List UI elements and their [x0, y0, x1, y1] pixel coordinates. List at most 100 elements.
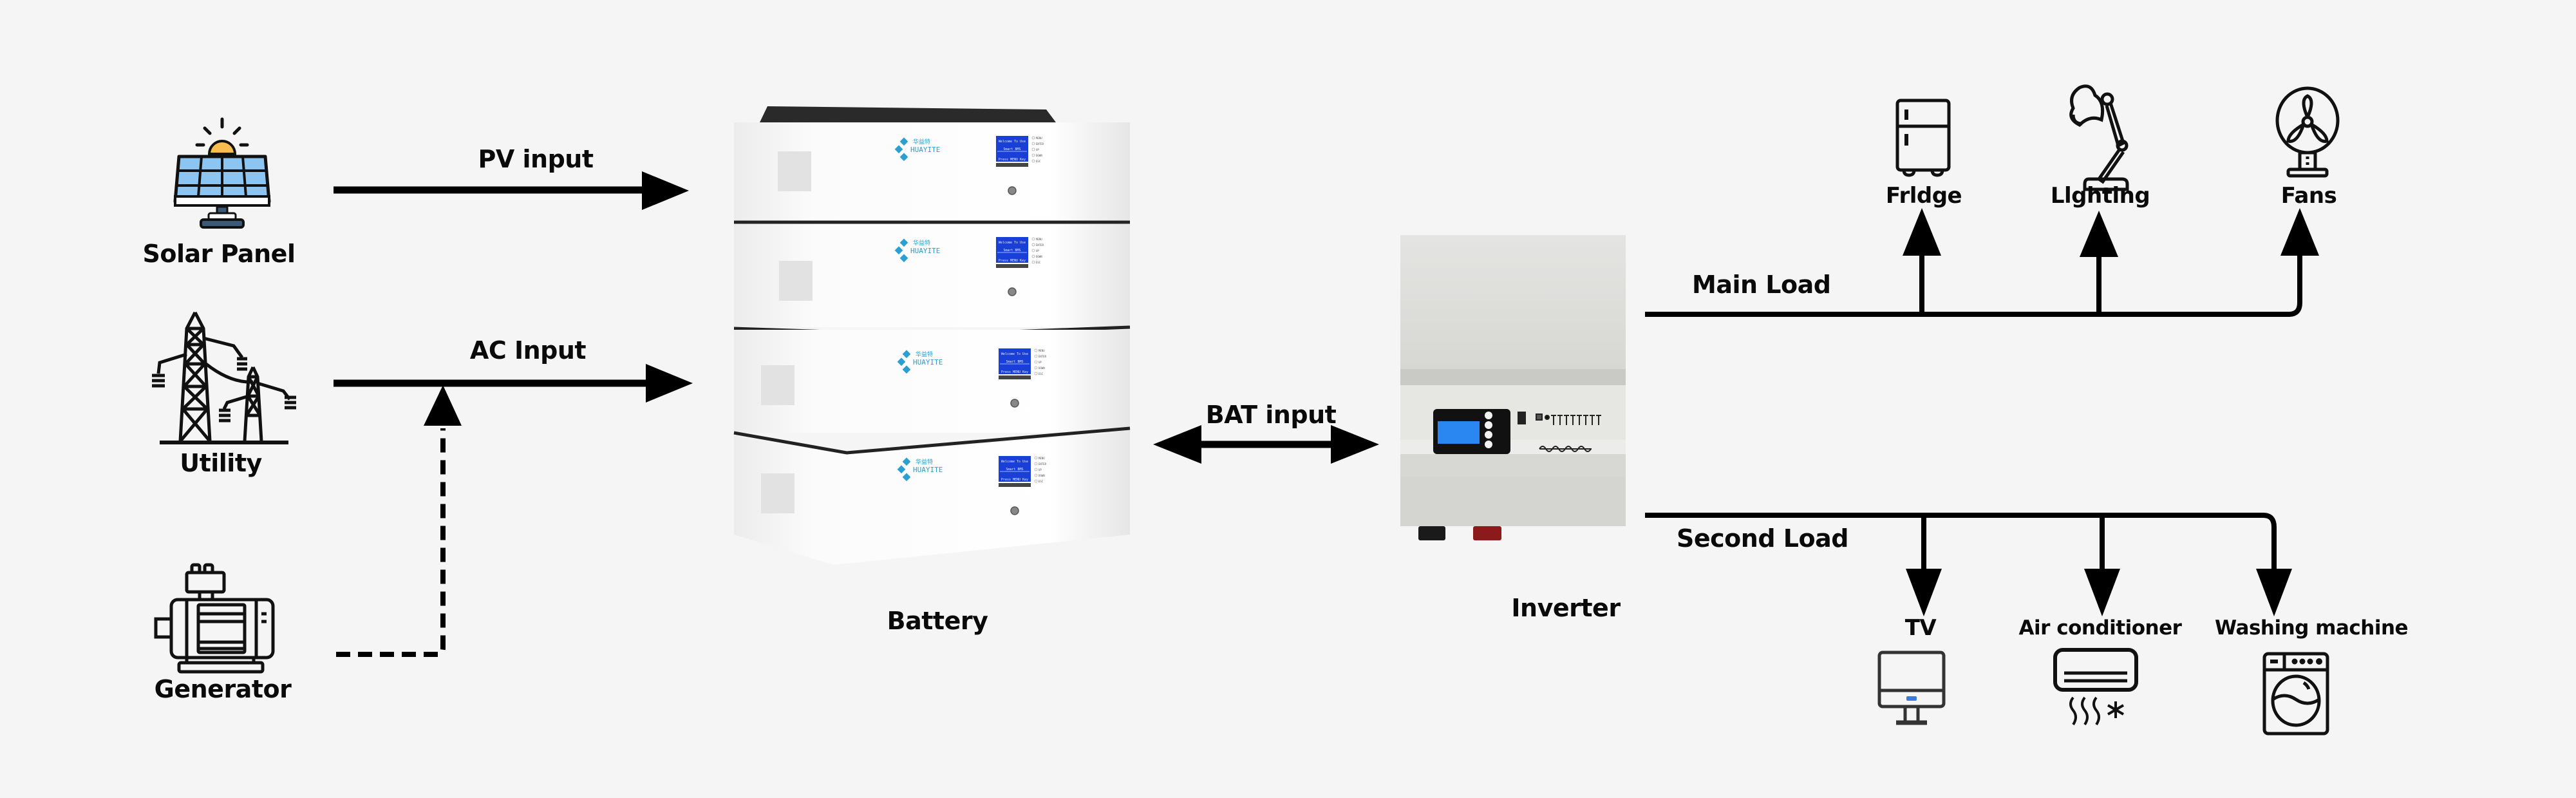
- brand-name-cn: 华益特: [913, 239, 930, 247]
- load-label-lighting: Llghting: [2050, 183, 2150, 209]
- battery-button: [1034, 372, 1038, 375]
- battery-button-label: ESC: [1036, 160, 1041, 163]
- battery-button-label: ENTER: [1036, 243, 1044, 247]
- battery-lcd: [996, 136, 1028, 162]
- battery-button: [1031, 136, 1035, 140]
- battery-button-label: UP: [1039, 361, 1042, 364]
- battery-button: [1034, 348, 1038, 352]
- battery-lcd-text: Welcome To Use: [1001, 352, 1028, 356]
- battery-lcd-text: Press MENU Key: [1001, 370, 1028, 374]
- battery-lcd-text: Press MENU Key: [999, 259, 1026, 263]
- power-tower-icon: [152, 311, 296, 444]
- battery-lcd-text: Smart BMS: [1003, 249, 1020, 252]
- battery-button: [1034, 354, 1038, 358]
- load-label-fans: Fans: [2280, 183, 2337, 209]
- key-lock-icon: [1010, 399, 1019, 408]
- fridge-icon: [1895, 99, 1951, 177]
- battery-lcd-text: Smart BMS: [1006, 468, 1023, 471]
- battery-button-label: MENU: [1036, 238, 1042, 241]
- battery-barcode: [999, 375, 1031, 379]
- battery-lcd-text: Welcome To Use: [999, 241, 1026, 245]
- battery-button-label: DOWN: [1039, 366, 1045, 370]
- load-label-tv: TV: [1904, 615, 1937, 641]
- generator-label: Generator: [154, 675, 292, 703]
- battery-button-label: MENU: [1039, 349, 1045, 352]
- battery-module: [734, 122, 1130, 222]
- brand-name: HUAYITE: [910, 247, 940, 255]
- battery-lcd-text: Press MENU Key: [1001, 478, 1028, 482]
- battery-lcd-text: Smart BMS: [1003, 147, 1020, 151]
- main-load-bus: [1645, 208, 2319, 317]
- inverter-lcd: [1438, 421, 1480, 444]
- battery-button-label: DOWN: [1039, 474, 1045, 477]
- brand-name: HUAYITE: [913, 358, 943, 366]
- battery-button: [1031, 260, 1035, 264]
- ac-input-label: AC Input: [469, 336, 587, 365]
- battery-button: [1034, 468, 1038, 471]
- battery-button: [1031, 249, 1035, 252]
- battery-button: [1034, 360, 1038, 364]
- battery-label: Battery: [887, 607, 988, 635]
- load-label-washing-machine: Washing machine: [2214, 616, 2409, 640]
- battery-barcode: [996, 163, 1028, 167]
- inverter-power-switch: [1518, 412, 1526, 424]
- second-load-bus: [1645, 513, 2292, 616]
- brand-name-cn: 华益特: [913, 138, 930, 146]
- battery-barcode: [996, 264, 1028, 268]
- solar-panel-label: Solar Panel: [142, 240, 296, 268]
- battery-lcd-text: Welcome To Use: [999, 140, 1026, 144]
- bat-input-label: BAT input: [1205, 401, 1337, 429]
- brand-logo-icon: [897, 457, 911, 482]
- key-lock-icon: [1008, 287, 1017, 296]
- pv-input-arrow: [334, 171, 689, 210]
- battery-lcd: [996, 237, 1028, 263]
- battery-button: [1031, 237, 1035, 241]
- battery-button-label: DOWN: [1036, 154, 1042, 157]
- sine-wave-icon: [1539, 446, 1592, 452]
- generator-dashed-line: [336, 385, 462, 657]
- battery-button-label: ESC: [1036, 261, 1041, 264]
- battery-button: [1031, 243, 1035, 247]
- washing-machine-icon: [2262, 652, 2329, 736]
- battery-button-label: ESC: [1039, 372, 1044, 375]
- key-lock-icon: [1010, 506, 1019, 515]
- battery-button-label: UP: [1039, 468, 1042, 471]
- battery-button: [1031, 142, 1035, 146]
- negative-terminal: [1418, 526, 1445, 540]
- battery-lcd-text: Press MENU Key: [999, 158, 1026, 162]
- battery-button-label: DOWN: [1036, 255, 1042, 258]
- load-label-fridge: Frldge: [1885, 183, 1962, 209]
- inverter-indicators: [1536, 413, 1601, 425]
- generator-motor-icon: [154, 563, 275, 674]
- battery-lcd-text: Welcome To Use: [1001, 460, 1028, 464]
- battery-button-label: MENU: [1039, 457, 1045, 460]
- battery-button: [1034, 366, 1038, 370]
- key-lock-icon: [1008, 186, 1017, 195]
- battery-module: [734, 432, 1130, 565]
- battery-stack: [733, 106, 1131, 565]
- battery-barcode: [999, 483, 1031, 487]
- load-label-air-conditioner: Air conditioner: [2018, 616, 2182, 640]
- fan-icon: [2275, 86, 2340, 178]
- brand-name-cn: 华益特: [916, 350, 933, 358]
- bat-input-arrow: [1153, 425, 1379, 464]
- second-load-label: Second Load: [1677, 524, 1848, 553]
- battery-button-label: ENTER: [1039, 355, 1047, 358]
- battery-button-label: ENTER: [1036, 142, 1044, 146]
- utility-label: Utility: [180, 449, 262, 477]
- brand-name: HUAYITE: [910, 146, 940, 154]
- main-load-label: Main Load: [1692, 271, 1831, 299]
- brand-name: HUAYITE: [913, 466, 943, 474]
- solar-panel-icon: [173, 117, 271, 229]
- battery-button: [1034, 479, 1038, 483]
- battery-button-label: MENU: [1036, 137, 1042, 140]
- air-conditioner-icon: [2053, 648, 2138, 726]
- battery-button: [1034, 473, 1038, 477]
- battery-button-label: ESC: [1039, 480, 1044, 483]
- battery-button-label: UP: [1036, 148, 1039, 151]
- tv-monitor-icon: [1877, 651, 1946, 725]
